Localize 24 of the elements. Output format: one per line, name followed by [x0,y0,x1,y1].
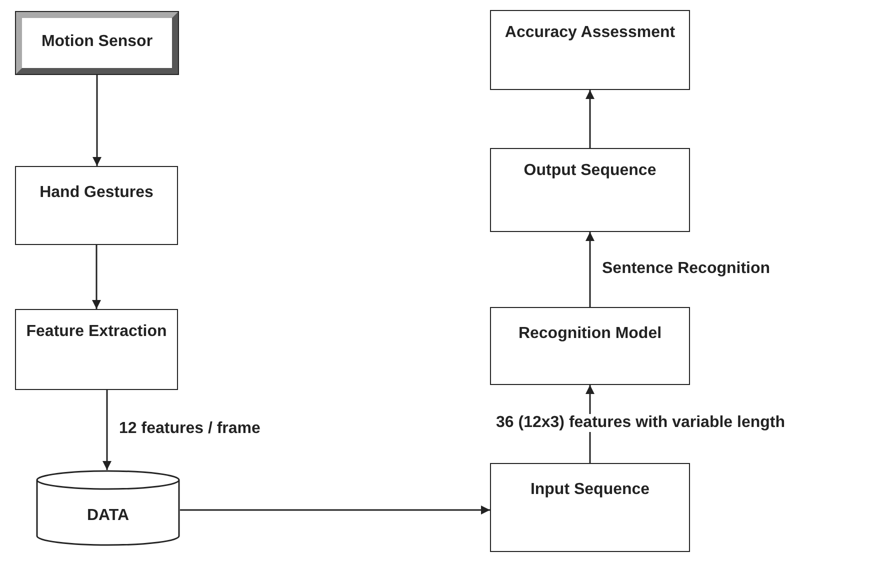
edge-label: Sentence Recognition [602,260,770,278]
process-box [490,148,690,232]
arrow [102,390,112,470]
arrow [586,232,594,307]
edge-label: 36 (12x3) features with variable length [496,414,785,432]
node-label: Feature Extraction [25,322,168,342]
process-box [15,166,178,245]
node-label: Accuracy Assessment [504,23,676,43]
node-label: Output Sequence [522,161,658,181]
database-cylinder [36,470,180,546]
node-label: Recognition Model [517,324,663,344]
node-label: Motion Sensor [40,32,154,52]
node-label: Input Sequence [529,480,651,500]
process-box [490,463,690,552]
process-box [15,309,178,390]
arrow [180,506,490,514]
node-label: Hand Gestures [38,183,154,203]
node-label: DATA [86,506,130,526]
arrow [92,74,102,166]
arrow [92,245,101,309]
process-box [16,12,178,74]
process-box [490,307,690,385]
process-box [490,10,690,90]
arrow [586,90,594,148]
